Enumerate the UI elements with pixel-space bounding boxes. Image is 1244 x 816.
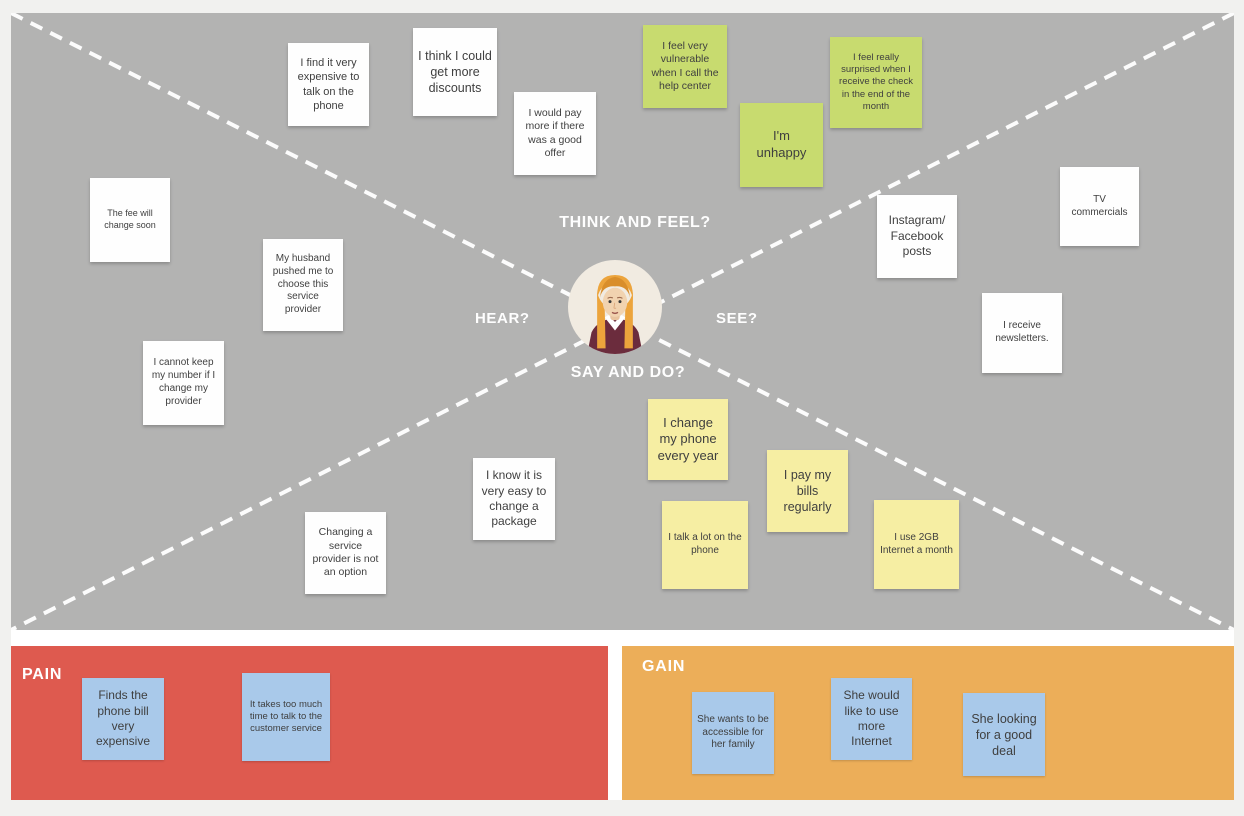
quadrant-label-say-do: SAY AND DO? xyxy=(570,364,686,381)
pain-section-title: PAIN xyxy=(22,666,63,683)
sticky-note: I receive newsletters. xyxy=(982,293,1062,373)
empathy-map-canvas: THINK AND FEEL? HEAR? SEE? SAY AND DO? xyxy=(11,13,1234,630)
sticky-note: I feel very vulnerable when I call the h… xyxy=(643,25,727,108)
sticky-note: TV commercials xyxy=(1060,167,1139,246)
sticky-note: I would pay more if there was a good off… xyxy=(514,92,596,175)
quadrant-label-see: SEE? xyxy=(716,310,758,327)
sticky-note: I change my phone every year xyxy=(648,399,728,480)
empathy-map-board: THINK AND FEEL? HEAR? SEE? SAY AND DO? xyxy=(11,13,1234,800)
sticky-note: The fee will change soon xyxy=(90,178,170,262)
sticky-note: I find it very expensive to talk on the … xyxy=(288,43,369,126)
sticky-note: I use 2GB Internet a month xyxy=(874,500,959,589)
sticky-note: I know it is very easy to change a packa… xyxy=(473,458,555,540)
sticky-note: I pay my bills regularly xyxy=(767,450,848,532)
sticky-note: Changing a service provider is not an op… xyxy=(305,512,386,594)
sticky-note: Finds the phone bill very expensive xyxy=(82,678,164,760)
sticky-note: She wants to be accessible for her famil… xyxy=(692,692,774,774)
sticky-note: I cannot keep my number if I change my p… xyxy=(143,341,224,425)
sticky-note: She would like to use more Internet xyxy=(831,678,912,760)
sticky-note: I'm unhappy xyxy=(740,103,823,187)
sticky-note: I talk a lot on the phone xyxy=(662,501,748,589)
sticky-note: I think I could get more discounts xyxy=(413,28,497,116)
gain-section-title: GAIN xyxy=(642,658,686,675)
quadrant-label-hear: HEAR? xyxy=(475,310,530,327)
sticky-note: Instagram/ Facebook posts xyxy=(877,195,957,278)
persona-avatar-icon xyxy=(568,260,662,354)
sticky-note: I feel really surprised when I receive t… xyxy=(830,37,922,128)
gain-section: GAIN She wants to be accessible for her … xyxy=(622,646,1234,800)
sticky-note: It takes too much time to talk to the cu… xyxy=(242,673,330,761)
pain-section: PAIN Finds the phone bill very expensive… xyxy=(11,646,608,800)
sticky-note: She looking for a good deal xyxy=(963,693,1045,776)
quadrant-label-think-feel: THINK AND FEEL? xyxy=(559,214,711,231)
sticky-note: My husband pushed me to choose this serv… xyxy=(263,239,343,331)
